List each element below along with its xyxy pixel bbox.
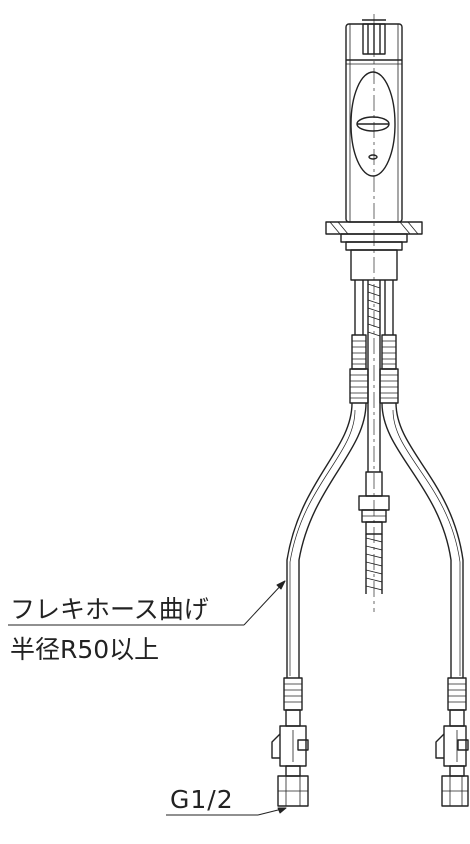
countertop (325, 221, 423, 281)
left-hose (271, 280, 369, 807)
hose-bend-label-line2: 半径R50以上 (10, 635, 160, 664)
thread-spec-label: G1/2 (170, 785, 234, 814)
leader-thread (166, 807, 287, 816)
right-hose (379, 280, 469, 807)
leader-hose-bend (8, 580, 286, 626)
faucet-body (345, 19, 403, 223)
hose-bend-label-line1: フレキホース曲げ (10, 595, 209, 624)
